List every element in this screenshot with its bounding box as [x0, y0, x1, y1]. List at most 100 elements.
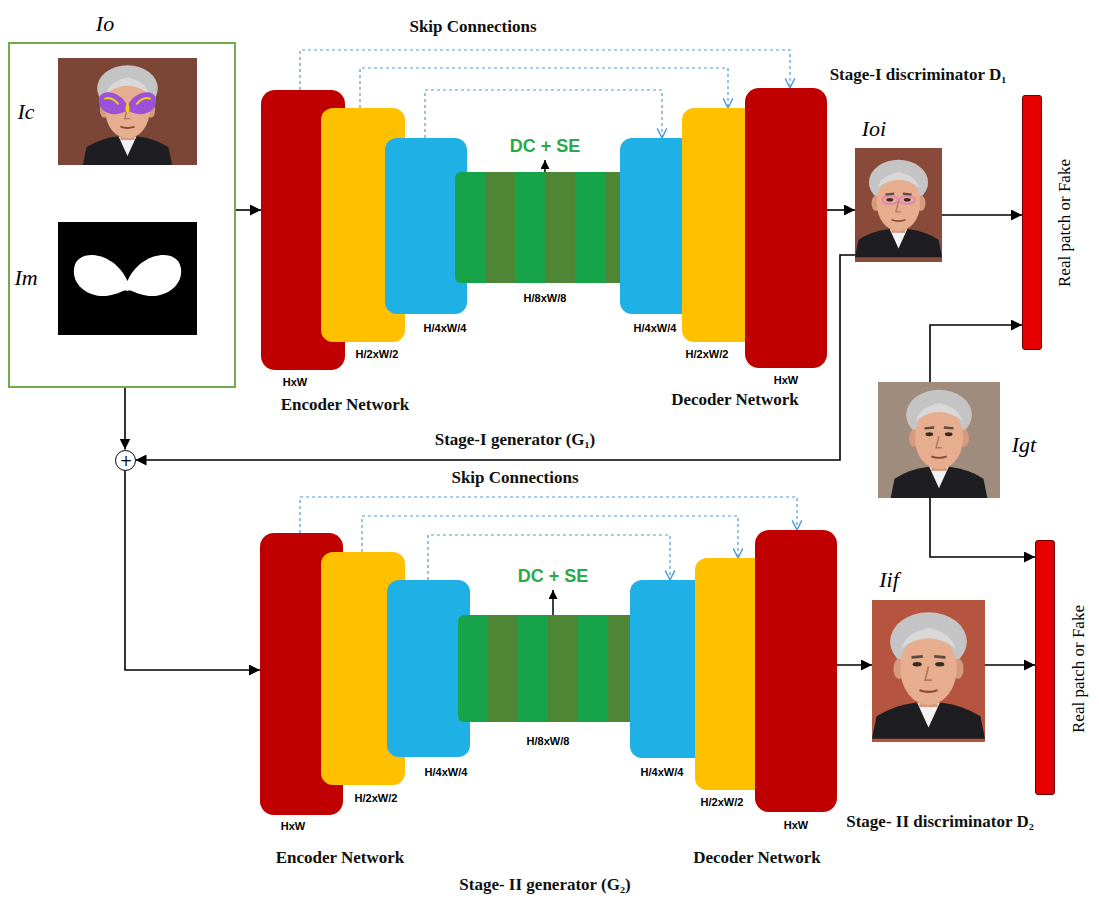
sum-node: +	[115, 450, 136, 471]
image-symbol: Ic	[17, 99, 34, 125]
text-holder: H/4xW/4	[425, 762, 468, 780]
conv-block: HxW	[745, 88, 827, 368]
dimension-label: H/4xW/4	[425, 766, 468, 778]
image: Ioi	[855, 148, 942, 262]
flow-arrow	[125, 471, 260, 671]
text-holder: H/2xW/2	[355, 788, 398, 806]
image-symbol: Iif	[879, 567, 899, 593]
text-holder: HxW	[281, 816, 305, 834]
mask-image	[58, 222, 197, 335]
text-holder: Igt	[1012, 432, 1036, 458]
image-symbol: Ioi	[862, 116, 886, 142]
text-holder: H/8xW/8	[527, 731, 570, 749]
text-holder: HxW	[784, 815, 808, 833]
final-output-image	[872, 600, 985, 742]
flow-arrow	[827, 209, 855, 211]
text-holder: +	[120, 452, 133, 470]
text-holder: DC + SE	[510, 136, 581, 157]
dimension-label: HxW	[281, 820, 305, 832]
text-holder: Skip Connections	[409, 17, 536, 37]
skip-connection	[360, 68, 728, 108]
section-label: Skip Connections	[409, 17, 536, 37]
discriminator-bar: Real patch or Fake	[1022, 95, 1042, 350]
dimension-label: H/2xW/2	[701, 796, 744, 808]
section-label: Encoder Network	[281, 395, 410, 415]
image: Im	[60, 224, 199, 337]
masked-face-image	[58, 58, 197, 165]
text-holder: Stage- II discriminator D₂	[846, 812, 1034, 832]
module-label: DC + SE	[510, 136, 581, 157]
flow-arrow	[124, 388, 126, 450]
section-label: Encoder Network	[276, 848, 405, 868]
input-group: IoIcIm	[8, 42, 236, 388]
output-label: Real patch or Fake	[1069, 605, 1089, 733]
image-symbol: Igt	[1012, 432, 1036, 458]
dimension-label: H/2xW/2	[355, 792, 398, 804]
dimension-label: H/4xW/4	[634, 322, 677, 334]
text-holder: H/8xW/8	[524, 288, 567, 306]
dimension-label: HxW	[774, 374, 798, 386]
section-label: Decoder Network	[693, 848, 821, 868]
text-holder: Decoder Network	[671, 390, 799, 410]
text-holder: Real patch or Fake	[1055, 159, 1075, 287]
text-holder: Real patch or Fake	[1069, 605, 1089, 733]
section-label: Decoder Network	[671, 390, 799, 410]
flow-arrow	[985, 664, 1035, 666]
flow-arrow	[942, 214, 1022, 216]
section-label: Skip Connections	[451, 468, 578, 488]
section-label: Stage-I discriminator D₁	[830, 65, 1007, 85]
flow-arrow	[837, 664, 872, 666]
dimension-label: H/4xW/4	[641, 766, 684, 778]
module-label: DC + SE	[518, 566, 589, 587]
bottleneck: H/8xW/8	[458, 615, 640, 722]
image: Iif	[872, 600, 985, 742]
operator: +	[120, 454, 133, 469]
text-holder: Decoder Network	[693, 848, 821, 868]
skip-connection	[362, 516, 738, 558]
stage1-output-image	[855, 148, 942, 262]
text-holder: H/2xW/2	[686, 344, 729, 362]
section-label: Stage-I generator (G₁)	[435, 430, 596, 450]
text-holder: H/4xW/4	[641, 762, 684, 780]
attention-arrow	[544, 160, 546, 172]
text-holder: Encoder Network	[281, 395, 410, 415]
text-holder: HxW	[283, 372, 307, 390]
text-holder: DC + SE	[518, 566, 589, 587]
dimension-label: HxW	[784, 819, 808, 831]
dimension-label: H/4xW/4	[424, 322, 467, 334]
text-holder: Ioi	[862, 116, 886, 142]
conv-block: HxW	[755, 530, 837, 812]
skip-connection	[300, 50, 790, 90]
text-holder: Stage-I generator (G₁)	[435, 430, 596, 450]
flow-arrow	[236, 209, 261, 211]
ground-truth-image	[878, 382, 1000, 498]
text-holder: Skip Connections	[451, 468, 578, 488]
text-holder: Stage-I discriminator D₁	[830, 65, 1007, 85]
image-symbol: Im	[14, 265, 37, 291]
text-holder: Im	[14, 265, 37, 291]
image-symbol: Io	[96, 11, 114, 37]
image: Ic	[60, 60, 199, 167]
dimension-label: HxW	[283, 376, 307, 388]
text-holder: Ic	[17, 99, 34, 125]
flow-arrow	[930, 498, 1035, 557]
text-holder: H/2xW/2	[701, 792, 744, 810]
text-holder: H/2xW/2	[356, 344, 399, 362]
text-holder: Encoder Network	[276, 848, 405, 868]
dimension-label: H/2xW/2	[356, 348, 399, 360]
section-label: Stage- II discriminator D₂	[846, 812, 1034, 832]
text-holder: Io	[96, 11, 114, 37]
attention-arrow	[552, 590, 554, 615]
text-holder: H/4xW/4	[424, 318, 467, 336]
discriminator-bar: Real patch or Fake	[1035, 540, 1055, 795]
bottleneck: H/8xW/8	[455, 172, 636, 283]
text-holder: Stage- II generator (G₂)	[459, 875, 630, 895]
text-holder: HxW	[774, 370, 798, 388]
image: Igt	[878, 382, 1000, 498]
skip-connection	[425, 90, 662, 138]
dimension-label: H/2xW/2	[686, 348, 729, 360]
skip-connection	[300, 497, 797, 533]
